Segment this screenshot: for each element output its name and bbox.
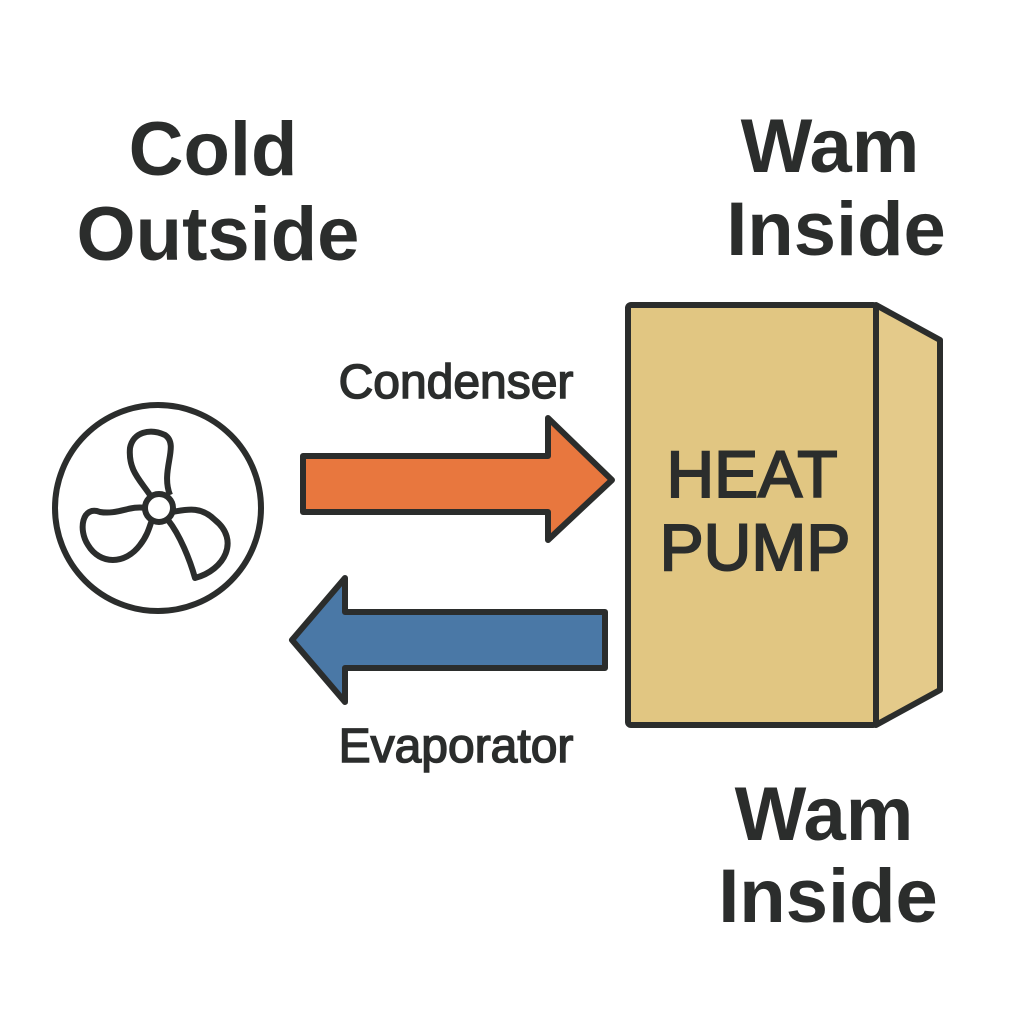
warm-inside-bottom-label-line1: Wam bbox=[735, 772, 914, 857]
heat-pump-label-line1: HEAT bbox=[666, 437, 837, 511]
cold-outside-label-line1: Cold bbox=[129, 107, 298, 192]
arrow-right-icon bbox=[300, 415, 615, 543]
heat-pump-box: HEAT PUMP bbox=[625, 302, 943, 728]
arrow-left-icon bbox=[289, 575, 608, 705]
warm-inside-top-label-line1: Wam bbox=[741, 104, 920, 189]
fan-icon bbox=[52, 402, 264, 614]
warm-inside-top-label-line2: Inside bbox=[726, 187, 946, 272]
evaporator-label: Evaporator bbox=[339, 720, 574, 773]
warm-inside-bottom-label-line2: Inside bbox=[718, 854, 938, 939]
condenser-label: Condenser bbox=[339, 356, 574, 409]
heat-pump-label-line2: PUMP bbox=[660, 510, 851, 584]
cold-outside-label-line2: Outside bbox=[77, 192, 360, 277]
